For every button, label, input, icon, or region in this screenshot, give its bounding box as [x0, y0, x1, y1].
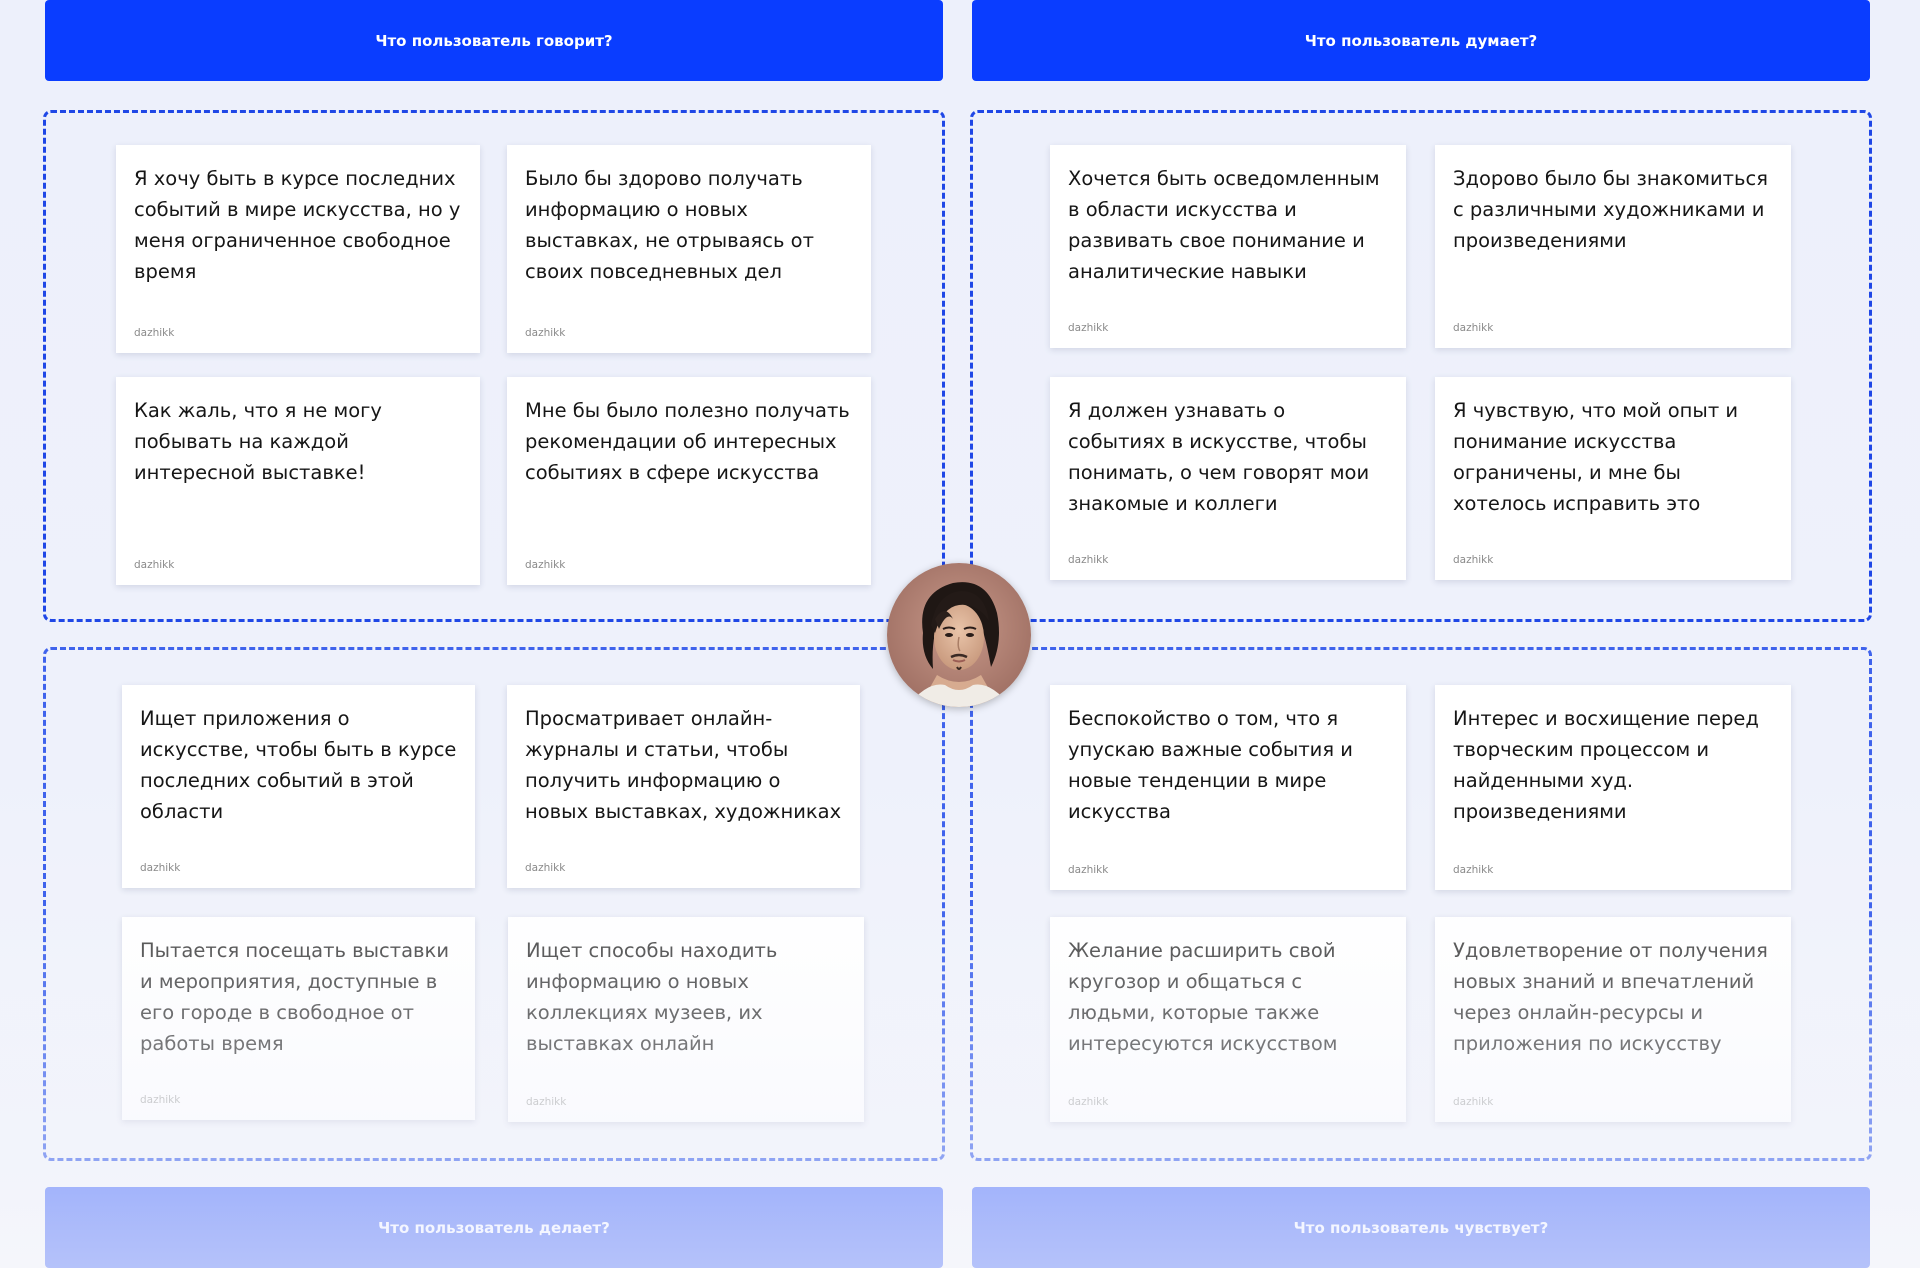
sticky-note[interactable]: Удовлетворение от получения новых знаний…	[1435, 917, 1791, 1122]
sticky-note-author: dazhikk	[525, 327, 566, 339]
sticky-note[interactable]: Пытается посещать выставки и мероприятия…	[122, 917, 475, 1120]
quadrant-says	[43, 110, 945, 622]
sticky-note-author: dazhikk	[1453, 1096, 1494, 1108]
sticky-note-author: dazhikk	[134, 327, 175, 339]
sticky-note[interactable]: Желание расширить свой кругозор и общать…	[1050, 917, 1406, 1122]
sticky-note-text: Как жаль, что я не могу побывать на кажд…	[134, 399, 382, 484]
sticky-note-author: dazhikk	[525, 862, 566, 874]
sticky-note-author: dazhikk	[1453, 554, 1494, 566]
sticky-note-author: dazhikk	[134, 559, 175, 571]
sticky-note-author: dazhikk	[526, 1096, 567, 1108]
sticky-note-text: Хочется быть осведомленным в области иск…	[1068, 167, 1380, 283]
sticky-note[interactable]: Мне бы было полезно получать рекомендаци…	[507, 377, 871, 585]
avatar-portrait-image	[887, 563, 1031, 707]
header-feels: Что пользователь чувствует?	[972, 1187, 1870, 1268]
sticky-note-text: Ищет приложения о искусстве, чтобы быть …	[140, 707, 457, 823]
sticky-note-text: Просматривает онлайн-журналы и статьи, ч…	[525, 707, 842, 823]
sticky-note-author: dazhikk	[140, 862, 181, 874]
sticky-note-text: Желание расширить свой кругозор и общать…	[1068, 939, 1338, 1055]
sticky-note-text: Интерес и восхищение перед творческим пр…	[1453, 707, 1759, 823]
sticky-note-text: Пытается посещать выставки и мероприятия…	[140, 939, 450, 1055]
quadrant-thinks	[970, 110, 1872, 622]
sticky-note[interactable]: Было бы здорово получать информацию о но…	[507, 145, 871, 353]
header-says: Что пользователь говорит?	[45, 0, 943, 81]
sticky-note-text: Удовлетворение от получения новых знаний…	[1453, 939, 1768, 1055]
sticky-note-text: Я чувствую, что мой опыт и понимание иск…	[1453, 399, 1739, 515]
sticky-note[interactable]: Интерес и восхищение перед творческим пр…	[1435, 685, 1791, 890]
sticky-note[interactable]: Просматривает онлайн-журналы и статьи, ч…	[507, 685, 860, 888]
sticky-note-author: dazhikk	[1068, 1096, 1109, 1108]
sticky-note-author: dazhikk	[525, 559, 566, 571]
sticky-note-author: dazhikk	[1068, 554, 1109, 566]
sticky-note-text: Мне бы было полезно получать рекомендаци…	[525, 399, 850, 484]
sticky-note[interactable]: Я чувствую, что мой опыт и понимание иск…	[1435, 377, 1791, 580]
user-avatar	[887, 563, 1031, 707]
sticky-note-author: dazhikk	[1068, 864, 1109, 876]
sticky-note-author: dazhikk	[140, 1094, 181, 1106]
sticky-note-author: dazhikk	[1068, 322, 1109, 334]
sticky-note[interactable]: Я хочу быть в курсе последних событий в …	[116, 145, 480, 353]
header-thinks: Что пользователь думает?	[972, 0, 1870, 81]
sticky-note-text: Я хочу быть в курсе последних событий в …	[134, 167, 461, 283]
sticky-note[interactable]: Ищет приложения о искусстве, чтобы быть …	[122, 685, 475, 888]
sticky-note-author: dazhikk	[1453, 322, 1494, 334]
sticky-note-author: dazhikk	[1453, 864, 1494, 876]
sticky-note[interactable]: Я должен узнавать о событиях в искусстве…	[1050, 377, 1406, 580]
sticky-note-text: Было бы здорово получать информацию о но…	[525, 167, 814, 283]
sticky-note[interactable]: Беспокойство о том, что я упускаю важные…	[1050, 685, 1406, 890]
sticky-note-text: Беспокойство о том, что я упускаю важные…	[1068, 707, 1353, 823]
sticky-note[interactable]: Ищет способы находить информацию о новых…	[508, 917, 864, 1122]
sticky-note[interactable]: Как жаль, что я не могу побывать на кажд…	[116, 377, 480, 585]
sticky-note-text: Я должен узнавать о событиях в искусстве…	[1068, 399, 1370, 515]
sticky-note-text: Здорово было бы знакомиться с различными…	[1453, 167, 1768, 252]
sticky-note-text: Ищет способы находить информацию о новых…	[526, 939, 778, 1055]
header-does: Что пользователь делает?	[45, 1187, 943, 1268]
sticky-note[interactable]: Хочется быть осведомленным в области иск…	[1050, 145, 1406, 348]
sticky-note[interactable]: Здорово было бы знакомиться с различными…	[1435, 145, 1791, 348]
